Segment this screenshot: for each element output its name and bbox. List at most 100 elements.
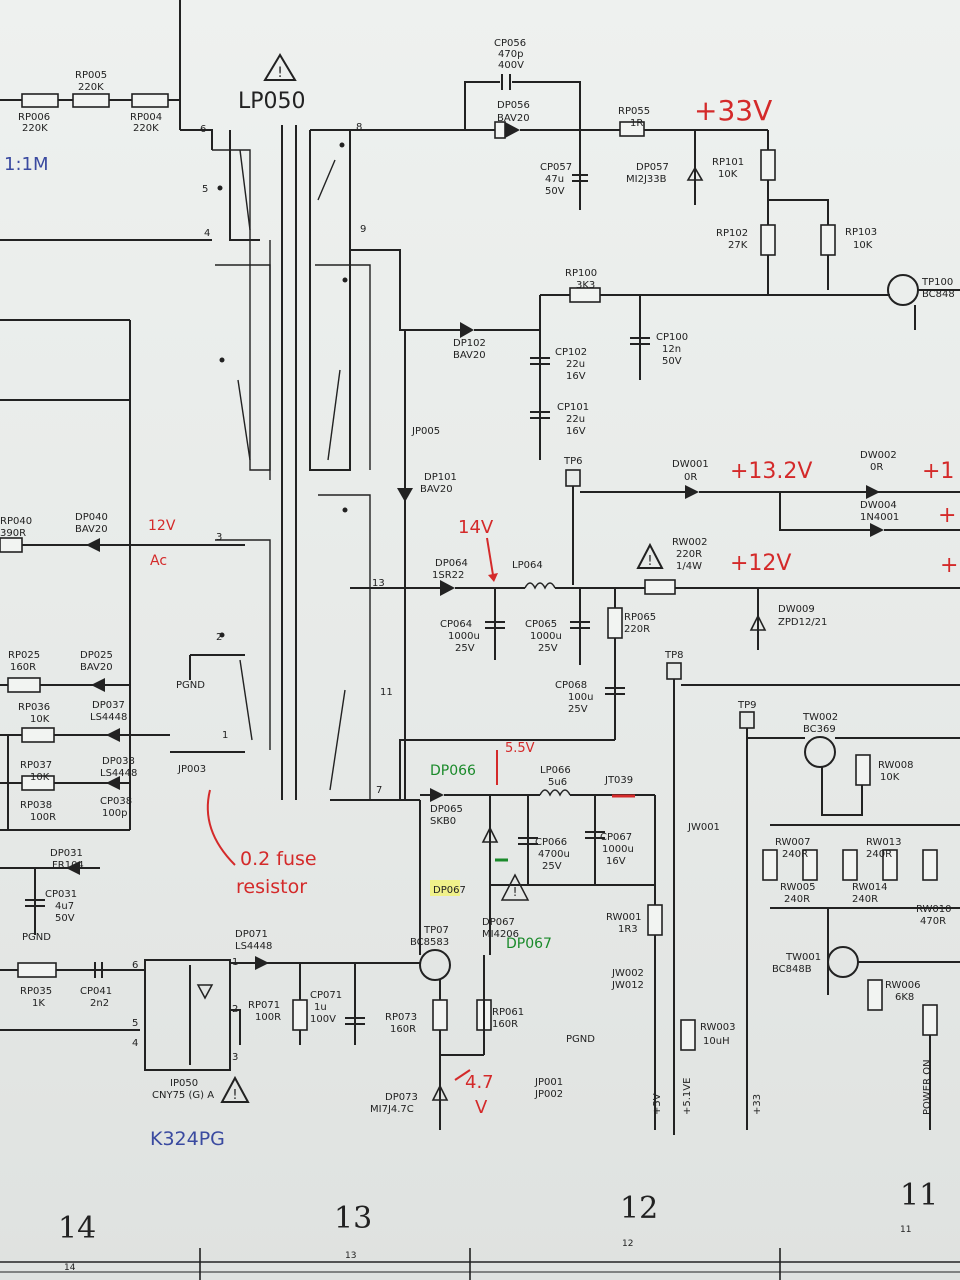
ref-rw014: RW014 bbox=[852, 882, 888, 893]
ref-tw002: TW002 bbox=[802, 712, 838, 723]
pin-number: 4 bbox=[204, 228, 210, 239]
rail-12v bbox=[350, 579, 960, 800]
grid-col-label: 11 bbox=[900, 1178, 938, 1213]
note-dp066: DP066 bbox=[430, 763, 476, 779]
pin-number: 6 bbox=[200, 124, 206, 135]
val-cp066: 4700u bbox=[538, 849, 570, 860]
ref-cp038: CP038 bbox=[100, 796, 132, 807]
ref-rp005: RP005 bbox=[75, 70, 107, 81]
left-circuit bbox=[0, 0, 245, 935]
ref-dp056: DP056 bbox=[497, 100, 530, 111]
note-14v: 14V bbox=[458, 517, 494, 538]
ref-rw002: RW002 bbox=[672, 537, 708, 548]
val-dw009: ZPD12/21 bbox=[778, 617, 827, 628]
ref-rp073: RP073 bbox=[385, 1012, 417, 1023]
pin-number: 2 bbox=[216, 632, 222, 643]
val-rp038: 100R bbox=[30, 812, 56, 823]
val-rp005: 220K bbox=[78, 82, 104, 93]
val-rp100: 3K3 bbox=[576, 280, 595, 291]
ref-dp025: DP025 bbox=[80, 650, 113, 661]
ref-rp040: RP040 bbox=[0, 516, 32, 527]
val-dp065: SKB0 bbox=[430, 816, 456, 827]
ref-cp057: CP057 bbox=[540, 162, 572, 173]
val-rp065: 220R bbox=[624, 624, 650, 635]
val-dp102: BAV20 bbox=[453, 350, 486, 361]
note-13v-b: +1 bbox=[922, 459, 954, 484]
pin-number: 8 bbox=[356, 122, 362, 133]
ref-cp065: CP065 bbox=[525, 619, 557, 630]
ref-rp101: RP101 bbox=[712, 157, 744, 168]
val-rw001: 1R3 bbox=[618, 924, 638, 935]
ref-ip050: IP050 bbox=[170, 1078, 198, 1089]
ref-rp100: RP100 bbox=[565, 268, 597, 279]
net-pgnd: PGND bbox=[22, 932, 51, 943]
pin-number: 1 bbox=[222, 730, 228, 741]
val-tp07: BC8583 bbox=[410, 937, 449, 948]
ref-rp036: RP036 bbox=[18, 702, 50, 713]
note-12v: +12V bbox=[730, 551, 791, 576]
ref-cp066: CP066 bbox=[535, 837, 567, 848]
ref-cp031: CP031 bbox=[45, 889, 77, 900]
val-rp055: 1R bbox=[630, 118, 643, 129]
ref-jp005: JP005 bbox=[411, 426, 440, 437]
val-dp101: BAV20 bbox=[420, 484, 453, 495]
ref-rw010: RW010 bbox=[916, 904, 952, 915]
val-dp073: MI7J4.7C bbox=[370, 1104, 414, 1115]
val-cp031: 4u7 bbox=[55, 901, 74, 912]
ref-rp004: RP004 bbox=[130, 112, 162, 123]
val-rw010: 470R bbox=[920, 916, 946, 927]
val-dw002: 0R bbox=[870, 462, 883, 473]
val-rp073: 160R bbox=[390, 1024, 416, 1035]
ref-tp9: TP9 bbox=[737, 700, 757, 711]
note-fuse-1: 0.2 fuse bbox=[240, 848, 317, 870]
val-cp102: 22u bbox=[566, 359, 585, 370]
val-tw002: BC369 bbox=[803, 724, 836, 735]
net-5v1e: +5.1VE bbox=[682, 1078, 693, 1115]
ref-cp071: CP071 bbox=[310, 990, 342, 1001]
val2-cp056: 400V bbox=[498, 60, 524, 71]
ref-dp101: DP101 bbox=[424, 472, 457, 483]
warning-icon: ! bbox=[500, 873, 530, 901]
val-rp103: 10K bbox=[853, 240, 873, 251]
net-pgnd: PGND bbox=[566, 1034, 595, 1045]
pin-number: 2 bbox=[232, 1004, 238, 1015]
note-12v-b: + bbox=[940, 553, 958, 578]
pin-number: 9 bbox=[360, 224, 366, 235]
ref-rp038: RP038 bbox=[20, 800, 52, 811]
val-dp037: LS4448 bbox=[90, 712, 127, 723]
pin-number: 3 bbox=[232, 1052, 238, 1063]
val-dw004: 1N4001 bbox=[860, 512, 899, 523]
ref-tp8: TP8 bbox=[664, 650, 684, 661]
ref-dw001: DW001 bbox=[672, 459, 709, 470]
val-rw003: 10uH bbox=[703, 1036, 730, 1047]
ref-rp103: RP103 bbox=[845, 227, 877, 238]
svg-text:!: ! bbox=[647, 554, 652, 569]
val2-cp064: 25V bbox=[455, 643, 475, 654]
val-dp038: LS4448 bbox=[100, 768, 137, 779]
val-lp066: 5u6 bbox=[548, 777, 567, 788]
ref-dp038: DP038 bbox=[102, 756, 135, 767]
note-fuse-2: resistor bbox=[236, 876, 307, 898]
val-tp100: BC848 bbox=[922, 289, 955, 300]
note-13v-c: + bbox=[938, 503, 956, 528]
pin-number: 11 bbox=[380, 687, 393, 698]
val-cp038: 100p bbox=[102, 808, 127, 819]
ref-rw006: RW006 bbox=[885, 980, 921, 991]
val2-cp065: 25V bbox=[538, 643, 558, 654]
ref-rp006: RP006 bbox=[18, 112, 50, 123]
val-dp057: MI2J33B bbox=[626, 174, 667, 185]
pin-number: 1 bbox=[232, 957, 238, 968]
ref-rw007: RW007 bbox=[775, 837, 811, 848]
warning-icon: ! bbox=[220, 1075, 250, 1103]
val-rw006: 6K8 bbox=[895, 992, 914, 1003]
ref-cp041: CP041 bbox=[80, 986, 112, 997]
val-rw013: 240R bbox=[866, 849, 892, 860]
val-cp067: 1000u bbox=[602, 844, 634, 855]
val-rp036: 10K bbox=[30, 714, 50, 725]
ref-dw002: DW002 bbox=[860, 450, 897, 461]
ref-rp061: RP061 bbox=[492, 1007, 524, 1018]
ref-dp064: DP064 bbox=[435, 558, 468, 569]
val-rp006: 220K bbox=[22, 123, 48, 134]
ref-dp067: DP067 bbox=[482, 917, 515, 928]
